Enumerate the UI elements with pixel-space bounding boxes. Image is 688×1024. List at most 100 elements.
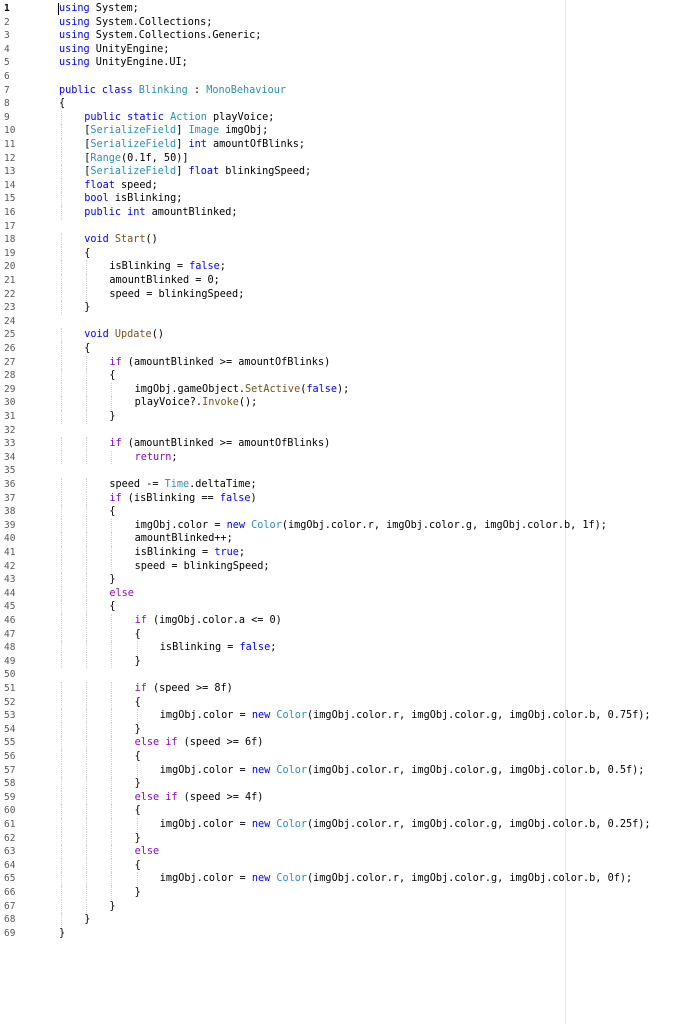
code-text[interactable]: using UnityEngine; — [59, 43, 169, 57]
code-line[interactable]: 50 — [0, 668, 688, 682]
code-text[interactable]: if (amountBlinked >= amountOfBlinks) — [109, 356, 330, 370]
code-text[interactable]: [Range(0.1f, 50)] — [84, 152, 188, 166]
code-line[interactable]: 28{ — [0, 369, 688, 383]
code-text[interactable]: } — [135, 832, 141, 846]
code-line[interactable]: 43} — [0, 573, 688, 587]
code-text[interactable]: else if (speed >= 6f) — [135, 736, 264, 750]
code-line[interactable]: 17 — [0, 220, 688, 234]
code-text[interactable]: } — [135, 886, 141, 900]
code-text[interactable]: } — [84, 913, 90, 927]
code-line[interactable]: 24 — [0, 315, 688, 329]
code-text[interactable]: void Start() — [84, 233, 158, 247]
code-line[interactable]: 47{ — [0, 628, 688, 642]
code-line[interactable]: 12[Range(0.1f, 50)] — [0, 152, 688, 166]
code-text[interactable]: public int amountBlinked; — [84, 206, 237, 220]
code-text[interactable]: amountBlinked = 0; — [109, 274, 219, 288]
code-line[interactable]: 13[SerializeField] float blinkingSpeed; — [0, 165, 688, 179]
code-line[interactable]: 56{ — [0, 750, 688, 764]
code-text[interactable]: void Update() — [84, 328, 164, 342]
code-text[interactable]: } — [59, 927, 65, 941]
code-line[interactable]: 49} — [0, 655, 688, 669]
code-text[interactable]: { — [135, 628, 141, 642]
code-text[interactable]: } — [109, 900, 115, 914]
code-text[interactable]: } — [109, 410, 115, 424]
code-line[interactable]: 69} — [0, 927, 688, 941]
code-line[interactable]: 6 — [0, 70, 688, 84]
code-text[interactable]: imgObj.color = new Color(imgObj.color.r,… — [160, 818, 651, 832]
code-text[interactable]: imgObj.gameObject.SetActive(false); — [135, 383, 350, 397]
code-line[interactable]: 67} — [0, 900, 688, 914]
code-text[interactable]: { — [135, 696, 141, 710]
code-text[interactable]: speed = blinkingSpeed; — [109, 288, 244, 302]
code-text[interactable]: { — [109, 600, 115, 614]
code-text[interactable]: public class Blinking : MonoBehaviour — [59, 84, 286, 98]
code-text[interactable]: else — [135, 845, 160, 859]
code-text[interactable]: else — [109, 587, 134, 601]
code-text[interactable]: imgObj.color = new Color(imgObj.color.r,… — [160, 764, 645, 778]
code-line[interactable]: 32 — [0, 424, 688, 438]
code-line[interactable]: 45{ — [0, 600, 688, 614]
code-line[interactable]: 58} — [0, 777, 688, 791]
code-text[interactable]: if (amountBlinked >= amountOfBlinks) — [109, 437, 330, 451]
code-text[interactable]: [SerializeField] Image imgObj; — [84, 124, 268, 138]
code-text[interactable]: isBlinking = true; — [135, 546, 245, 560]
code-text[interactable]: { — [109, 369, 115, 383]
code-text[interactable]: { — [135, 804, 141, 818]
code-text[interactable]: { — [135, 750, 141, 764]
code-line[interactable]: 68} — [0, 913, 688, 927]
code-text[interactable]: { — [84, 247, 90, 261]
code-line[interactable]: 10[SerializeField] Image imgObj; — [0, 124, 688, 138]
code-text[interactable]: if (speed >= 8f) — [135, 682, 233, 696]
code-line[interactable]: 38{ — [0, 505, 688, 519]
code-text[interactable]: } — [135, 777, 141, 791]
code-text[interactable]: playVoice?.Invoke(); — [135, 396, 258, 410]
code-text[interactable]: imgObj.color = new Color(imgObj.color.r,… — [160, 872, 632, 886]
code-text[interactable]: isBlinking = false; — [109, 260, 226, 274]
code-text[interactable]: { — [109, 505, 115, 519]
code-text[interactable]: float speed; — [84, 179, 158, 193]
code-line[interactable]: 62} — [0, 832, 688, 846]
code-text[interactable]: return; — [135, 451, 178, 465]
code-text[interactable]: speed = blinkingSpeed; — [135, 560, 270, 574]
code-text[interactable]: isBlinking = false; — [160, 641, 277, 655]
code-text[interactable]: amountBlinked++; — [135, 532, 233, 546]
code-text[interactable]: using System.Collections.Generic; — [59, 29, 261, 43]
code-line[interactable]: 60{ — [0, 804, 688, 818]
code-text[interactable]: [SerializeField] float blinkingSpeed; — [84, 165, 311, 179]
code-line[interactable]: 8{ — [0, 97, 688, 111]
code-line[interactable]: 31} — [0, 410, 688, 424]
code-text[interactable]: imgObj.color = new Color(imgObj.color.r,… — [135, 519, 607, 533]
code-text[interactable]: imgObj.color = new Color(imgObj.color.r,… — [160, 709, 651, 723]
code-line[interactable]: 23} — [0, 301, 688, 315]
code-line[interactable]: 35 — [0, 464, 688, 478]
